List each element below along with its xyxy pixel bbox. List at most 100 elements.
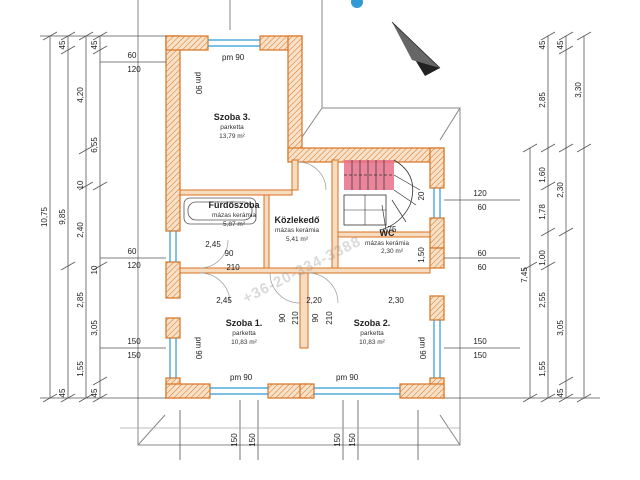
dim-text: 45 [556, 388, 565, 397]
dim-text: 10 [76, 180, 85, 189]
dim-text: 60 [478, 249, 487, 258]
dim-text: 1,55 [76, 361, 85, 377]
room-area: 5,87 m² [223, 221, 246, 228]
dim-text: 90 [311, 313, 320, 322]
room-floor: parketta [232, 330, 256, 337]
window-label: pm 90 [222, 53, 245, 62]
dim-text: 1,60 [538, 167, 547, 183]
dim-text: 1,78 [538, 204, 547, 220]
dim-text: 60 [128, 51, 137, 60]
room-floor: parketta [360, 330, 384, 337]
dim-text: 2,45 [216, 296, 232, 305]
room-name: WC [380, 228, 395, 238]
room-name: Szoba 3. [214, 112, 251, 122]
dim-text: 1,50 [417, 247, 426, 263]
dim-text: 10,75 [40, 206, 49, 227]
room-area: 10,83 m² [359, 339, 385, 346]
left-dimension-lines [40, 31, 166, 403]
dim-text: 75 [388, 225, 397, 234]
dim-text: 150 [348, 433, 357, 447]
right-dimension-text: 120 60 60 60 150 150 7,45 2,85 45 1,60 1… [473, 40, 583, 397]
window-label: pm 90 [230, 373, 253, 382]
dim-text: 45 [58, 40, 67, 49]
dim-text: 2,85 [76, 292, 85, 308]
dim-text: 150 [473, 337, 487, 346]
dim-text: 4,20 [76, 87, 85, 103]
dim-text: 150 [127, 351, 141, 360]
dim-text: 3,05 [556, 320, 565, 336]
exterior-walls [165, 35, 445, 399]
dim-text: 45 [556, 40, 565, 49]
bathtub [183, 197, 257, 225]
dim-text: 45 [90, 40, 99, 49]
dim-text: 120 [473, 189, 487, 198]
dim-text: 10 [90, 265, 99, 274]
dim-text: 45 [538, 40, 547, 49]
room-name: Szoba 2. [354, 318, 391, 328]
room-area: 10,83 m² [231, 339, 257, 346]
dim-text: 9,85 [58, 209, 67, 225]
dim-text: 60 [128, 247, 137, 256]
dim-text: 2,55 [538, 292, 547, 308]
dim-text: 150 [248, 433, 257, 447]
room-label-kozlekedo: Közlekedő mázas kerámia 5,41 m² [274, 215, 320, 243]
roof-outline [137, 0, 461, 446]
room-floor: mázas kerámia [275, 227, 319, 234]
dim-text: 3,30 [574, 82, 583, 98]
dim-text: 2,30 [388, 296, 404, 305]
dim-text: 120 [127, 65, 141, 74]
bottom-dimension-lines [120, 400, 460, 460]
dim-text: 150 [333, 433, 342, 447]
room-label-wc: WC mázas kerámia 2,30 m² [365, 228, 409, 255]
dim-text: 2,45 [205, 240, 221, 249]
bottom-dimension-text: 150 150 150 150 [230, 433, 357, 447]
room-name: Szoba 1. [226, 318, 263, 328]
dim-text: 45 [58, 388, 67, 397]
interior-walls [179, 159, 431, 349]
room-label-szoba1: Szoba 1. parketta 10,83 m² [226, 318, 263, 346]
dim-text: 210 [325, 311, 334, 325]
left-dimension-text: 60 120 60 120 150 150 10,75 9,85 45 45 4… [40, 40, 141, 397]
room-name: Fürdőszoba [209, 200, 261, 210]
window-label: pm 90 [418, 337, 427, 360]
room-floor: parketta [220, 124, 244, 131]
window-label: pm 90 [336, 373, 359, 382]
dim-text: 2,20 [306, 296, 322, 305]
windows [169, 39, 441, 395]
dim-text: 2,40 [76, 222, 85, 238]
dim-text: 120 [127, 261, 141, 270]
dim-text: 150 [473, 351, 487, 360]
dim-text: 45 [90, 388, 99, 397]
north-arrow-icon [391, 21, 441, 76]
dim-text: 150 [230, 433, 239, 447]
dim-text: 90 [278, 313, 287, 322]
room-floor: mázas kerámia [365, 240, 409, 247]
marker-icon [351, 0, 363, 8]
dim-text: 20 [417, 191, 426, 200]
right-dimension-lines [444, 31, 600, 403]
window-label: pm 90 [194, 72, 203, 95]
room-label-szoba3: Szoba 3. parketta 13,79 m² [214, 112, 251, 140]
dim-text: 90 [225, 249, 234, 258]
staircase [343, 159, 421, 231]
dim-text: 210 [226, 263, 240, 272]
dim-text: 60 [478, 203, 487, 212]
dim-text: 210 [291, 311, 300, 325]
room-floor: mázas kerámia [212, 212, 256, 219]
room-label-szoba2: Szoba 2. parketta 10,83 m² [354, 318, 391, 346]
dim-text: 2,30 [556, 182, 565, 198]
dim-text: 3,05 [90, 320, 99, 336]
room-area: 2,30 m² [381, 248, 404, 255]
dim-text: 150 [127, 337, 141, 346]
room-label-furdo: Fürdőszoba mázas kerámia 5,87 m² [209, 200, 261, 228]
opening-labels: pm 90 pm 90 pm 90 pm 90 pm 90 pm 90 [194, 53, 427, 382]
dim-text: 7,45 [520, 267, 529, 283]
interior-dimensions: 2,45 90 210 2,45 2,20 2,30 75 20 1,50 90… [205, 191, 426, 325]
dim-text: 60 [478, 263, 487, 272]
door-swings [199, 161, 339, 304]
dim-text: 6,55 [90, 137, 99, 153]
dim-text: 1,55 [538, 361, 547, 377]
room-area: 5,41 m² [286, 236, 309, 243]
room-name: Közlekedő [274, 215, 320, 225]
